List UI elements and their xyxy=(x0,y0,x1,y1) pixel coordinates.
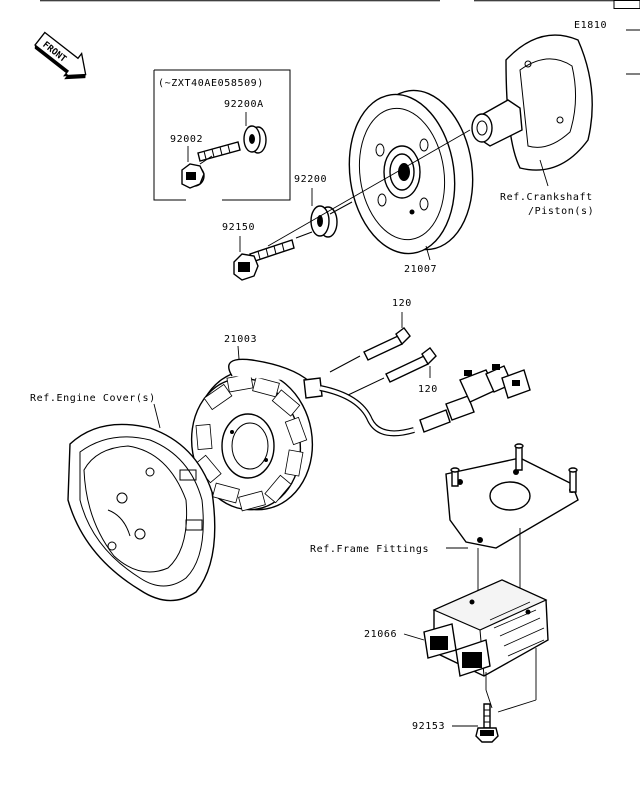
ref-crankshaft-line2: /Piston(s) xyxy=(528,206,594,217)
crankshaft-reference-part xyxy=(471,34,593,187)
diagram-code: E1810 xyxy=(574,20,607,31)
part-label-21003: 21003 xyxy=(224,334,257,345)
bolt-120-lower xyxy=(345,347,437,397)
bolt-92002 xyxy=(181,141,241,189)
bolt-120-upper xyxy=(329,312,411,373)
page-frame xyxy=(40,0,640,75)
stator-wiring-harness xyxy=(228,358,531,437)
assembly-axis-line xyxy=(267,129,471,247)
part-label-92150: 92150 xyxy=(222,222,255,233)
part-label-120-lower: 120 xyxy=(418,384,438,395)
part-label-92200: 92200 xyxy=(294,174,327,185)
ref-frame-fittings: Ref.Frame Fittings xyxy=(310,544,429,555)
part-label-21066: 21066 xyxy=(364,629,397,640)
part-label-92153: 92153 xyxy=(412,721,445,732)
part-label-92200A: 92200A xyxy=(224,99,264,110)
part-label-21007: 21007 xyxy=(404,264,437,275)
ref-crankshaft-line1: Ref.Crankshaft xyxy=(500,192,593,203)
frame-fitting-bracket xyxy=(445,443,579,596)
flywheel-rotor-21007 xyxy=(348,89,474,261)
regulator-rectifier-21066 xyxy=(403,579,549,713)
part-label-92002: 92002 xyxy=(170,134,203,145)
serial-note: (~ZXT40AE058509) xyxy=(158,78,264,89)
engine-cover-reference-part xyxy=(67,403,216,602)
stator-21003 xyxy=(190,345,314,512)
part-label-120-upper: 120 xyxy=(392,298,412,309)
front-arrow-icon: FRONT xyxy=(34,31,87,80)
washer-92200 xyxy=(310,188,353,238)
bolt-92153 xyxy=(452,703,499,743)
bolt-92150 xyxy=(233,231,313,281)
ref-engine-cover: Ref.Engine Cover(s) xyxy=(30,393,156,404)
serial-variant-box: (~ZXT40AE058509) xyxy=(153,69,291,201)
washer-92200A xyxy=(243,112,267,154)
